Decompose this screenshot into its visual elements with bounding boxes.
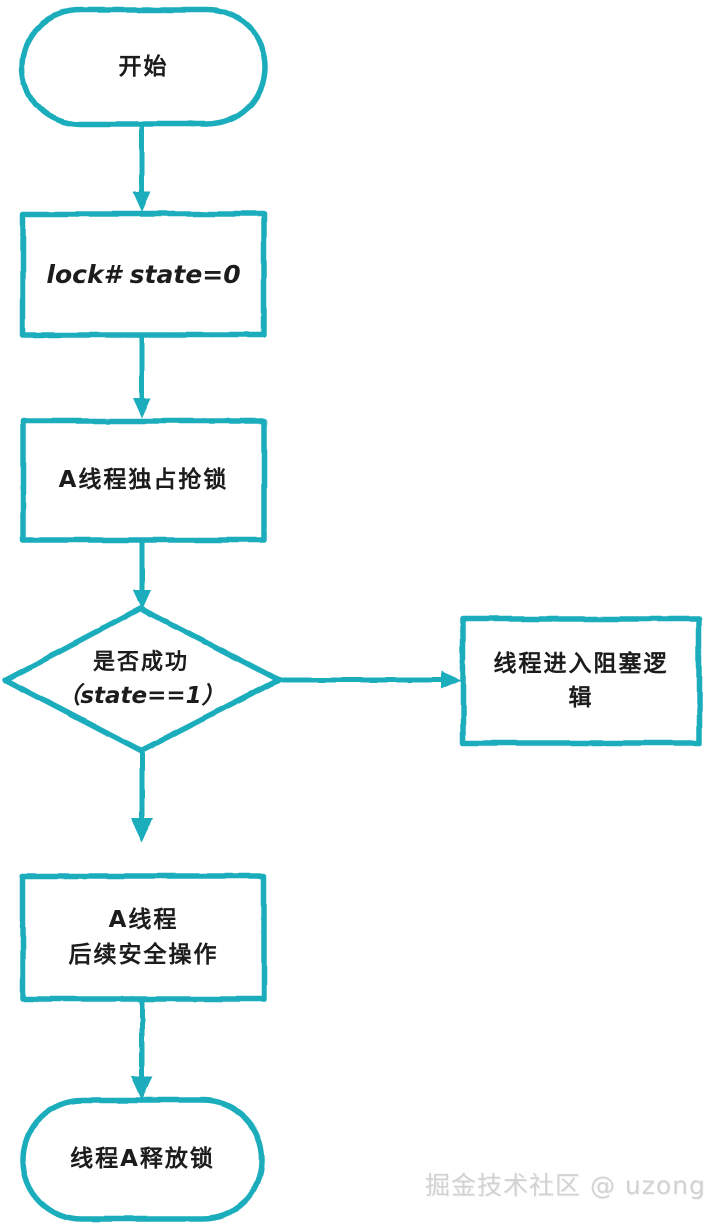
node-block[interactable] [463,619,699,743]
edge-lock-acquire-arrowhead [133,398,151,418]
edge-safe-release-arrowhead [131,1076,153,1100]
watermark: 掘金技术社区 @ uzong [425,1171,706,1200]
node-lock[interactable] [23,214,264,335]
edge-start-lock-arrowhead [133,192,151,212]
edge-acquire-check-arrowhead [133,590,151,610]
node-block-shape [460,616,702,746]
node-acquire[interactable] [23,421,264,540]
node-start[interactable] [22,10,265,124]
node-release[interactable] [23,1100,262,1219]
node-check[interactable] [5,608,279,751]
edge-check-block-arrowhead [441,671,461,689]
node-safe[interactable] [23,876,264,999]
node-release-shape [20,1097,265,1222]
edge-check-safe-arrowhead [131,818,153,843]
